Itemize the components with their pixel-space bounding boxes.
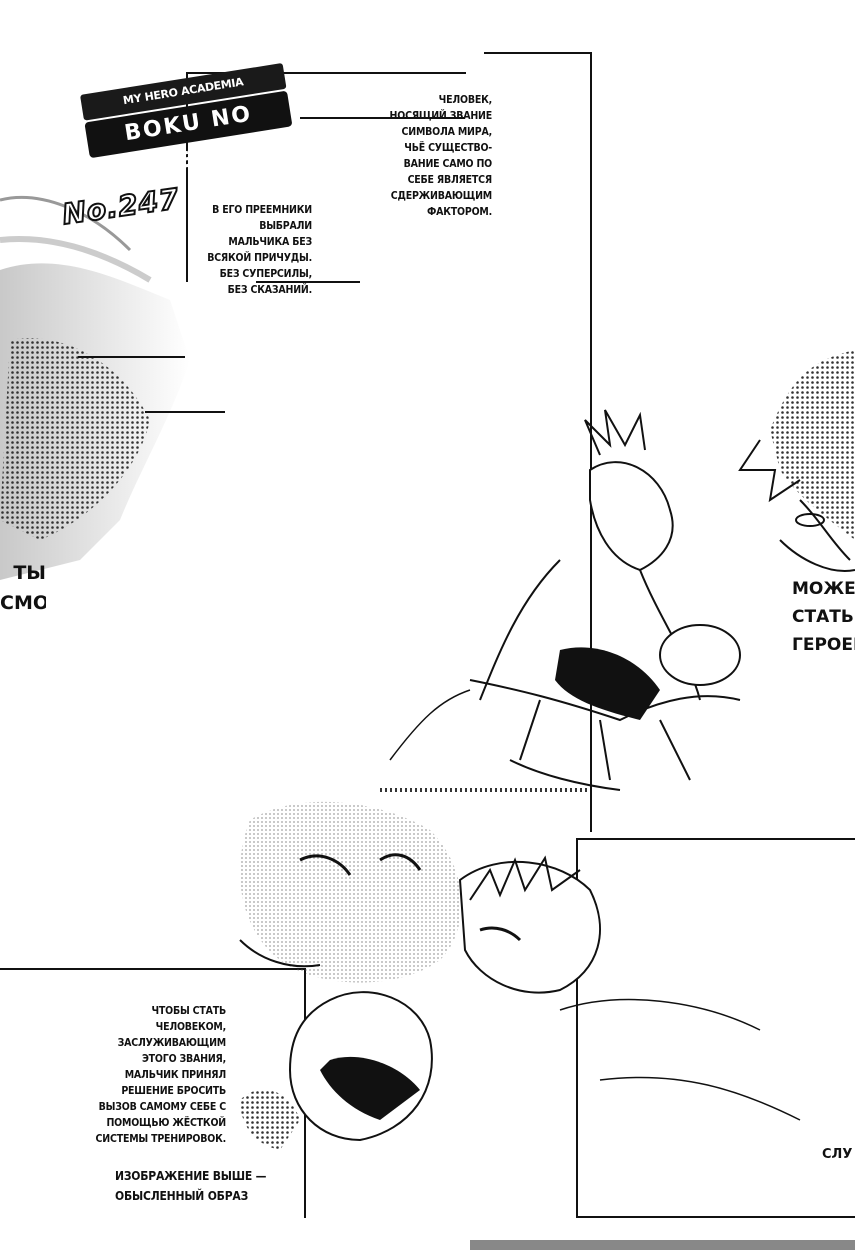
caption-top-left: В ЕГО ПРЕЕМНИКИ ВЫБРАЛИ МАЛЬЧИКА БЕЗ ВСЯ… [207, 204, 312, 296]
speech-right: МОЖЕШЬ СТАТЬ ГЕРОЕМ! [792, 579, 855, 655]
page-bottom-bar [470, 1240, 855, 1250]
caption-bottom-left: ЧТОБЫ СТАТЬ ЧЕЛОВЕКОМ, ЗАСЛУЖИВАЮЩИМ ЭТО… [95, 1005, 227, 1145]
panel-top-right-caption-frame [484, 52, 592, 832]
caption-bottom-center: ИЗОБРАЖЕНИЕ ВЫШЕ — ОБЫСЛЕННЫЙ ОБРАЗ [115, 1169, 267, 1203]
panel-bottom-frame [576, 838, 855, 1218]
panel-caption-box-top [186, 72, 466, 282]
speech-bottom-right: СЛУ [822, 1147, 853, 1162]
speech-left: ТЫ СМОЖЕШЬ [0, 562, 46, 614]
caption-top-right: ЧЕЛОВЕК, НОСЯЩИЙ ЗВАНИЕ СИМВОЛА МИРА, ЧЬ… [389, 94, 493, 218]
